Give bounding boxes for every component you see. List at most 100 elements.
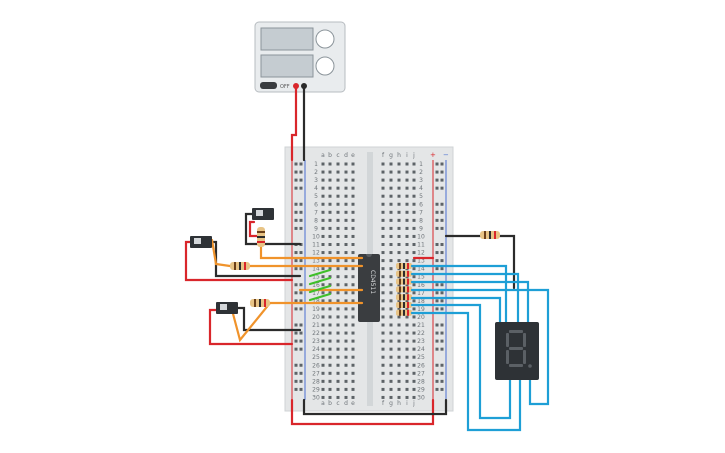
resistor-icon[interactable] [396,286,412,293]
wire-black[interactable] [236,306,302,332]
breadboard-hole [294,371,298,375]
breadboard-hole [294,307,298,311]
resistor-icon[interactable] [396,309,412,316]
breadboard-hole [351,299,355,303]
breadboard-hole [351,339,355,343]
breadboard-hole [389,186,393,190]
breadboard-hole [389,202,393,206]
breadboard-hole [299,307,303,311]
breadboard-hole [397,259,401,263]
wire-blue[interactable] [410,303,512,420]
wire-green[interactable] [308,292,332,302]
wire-blue[interactable] [410,264,508,324]
breadboard-hole [336,186,340,190]
column-letter-label: e [351,152,355,159]
breadboard-hole [299,347,303,351]
breadboard-hole [440,307,444,311]
wire-green[interactable] [308,276,332,286]
resistor-icon[interactable] [396,278,412,285]
power-switch-label: OFF [280,84,290,90]
breadboard-hole [299,291,303,295]
wire-blue[interactable] [410,288,550,406]
breadboard-hole [336,251,340,255]
breadboard-hole [381,331,385,335]
breadboard-hole [381,162,385,166]
wire-blue[interactable] [410,280,530,324]
breadboard-hole [351,194,355,198]
wire-red[interactable] [290,84,298,162]
wire-green[interactable] [308,284,332,294]
breadboard-hole [405,162,409,166]
row-number-label: 14 [417,266,425,273]
wire-green[interactable] [308,268,332,278]
row-number-label: 21 [417,322,425,329]
breadboard-hole [351,226,355,230]
breadboard-hole [344,323,348,327]
switch-icon-3[interactable] [216,302,238,314]
wire-red[interactable] [208,308,294,346]
breadboard-hole [397,363,401,367]
breadboard-hole [336,307,340,311]
breadboard-hole [336,259,340,263]
ic-chip-icon[interactable]: CD4511 [358,254,380,322]
power-supply-icon[interactable]: OFF [254,21,346,93]
breadboard-hole [440,202,444,206]
wire-blue[interactable] [410,272,520,324]
breadboard-hole [435,259,439,263]
wire-black[interactable] [302,398,448,416]
row-number-label: 10 [312,233,320,240]
breadboard-hole [294,363,298,367]
resistor-icon-4[interactable] [480,231,500,239]
breadboard-hole [344,251,348,255]
breadboard-hole [381,355,385,359]
breadboard-hole [381,259,385,263]
breadboard-hole [321,331,325,335]
wire-black[interactable] [444,234,516,290]
wire-blue[interactable] [410,296,502,324]
switch-icon-2[interactable] [190,236,212,248]
breadboard-hole [321,178,325,182]
breadboard-hole [381,186,385,190]
breadboard-hole [328,363,332,367]
resistor-icon[interactable] [396,270,412,277]
breadboard-hole [321,194,325,198]
resistor-icon[interactable] [396,263,412,269]
breadboard-hole [405,259,409,263]
breadboard-hole [412,323,416,327]
breadboard-hole [405,186,409,190]
wire-orange[interactable] [210,238,364,268]
wire-orange[interactable] [259,245,364,260]
wire-orange[interactable] [230,301,364,343]
resistor-icon-2[interactable] [230,262,250,270]
wire-blue[interactable] [410,311,522,432]
breadboard-hole [389,291,393,295]
resistor-icon[interactable] [396,302,412,308]
wire-red[interactable] [290,398,435,426]
breadboard-hole [381,194,385,198]
wire-red[interactable] [184,240,294,282]
column-letter-label: d [344,152,348,159]
resistor-icon-1[interactable] [257,227,265,247]
resistor-icon-3[interactable] [250,299,270,307]
breadboard-hole [299,379,303,383]
breadboard-hole [440,178,444,182]
switch-icon-1[interactable] [252,208,274,220]
breadboard-hole [389,243,393,246]
row-number-label: 4 [419,185,423,192]
wire-black[interactable] [244,212,302,246]
breadboard-hole [389,170,393,174]
breadboard-hole [397,379,401,383]
wire-red[interactable] [248,220,263,238]
breadboard-hole [328,243,332,246]
breadboard-hole [328,234,332,238]
column-letter-label: f [382,152,385,159]
breadboard-hole [381,243,385,246]
resistor-icon[interactable] [396,294,412,301]
breadboard-hole [440,226,444,230]
breadboard-hole [397,283,401,287]
breadboard-hole [389,379,393,383]
breadboard-hole [328,323,332,327]
seven-segment-icon[interactable] [495,322,539,380]
breadboard-hole [435,387,439,391]
